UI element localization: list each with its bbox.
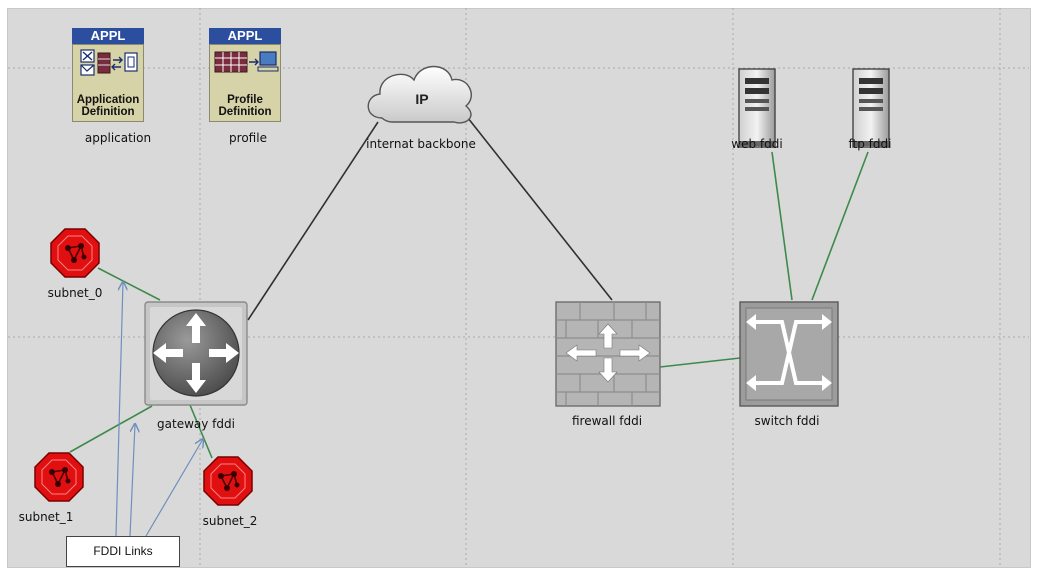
arrow-to-subnet0-link xyxy=(115,282,123,537)
appl-subtitle-line2: Definition xyxy=(81,106,135,118)
annotation-arrows xyxy=(115,282,203,537)
ip-cloud-text: IP xyxy=(415,91,429,107)
ftp-server-icon[interactable] xyxy=(852,68,890,148)
firewall-icon[interactable] xyxy=(555,301,661,407)
fddi-link-lines xyxy=(69,151,869,459)
subnet-0-icon[interactable] xyxy=(50,228,100,278)
appl-subtitle-line1: Application xyxy=(76,94,140,106)
ftp-server-label: ftp fddi xyxy=(848,137,892,151)
application-label: application xyxy=(84,131,152,145)
ip-cloud-icon[interactable] xyxy=(367,65,472,124)
switch-icon[interactable] xyxy=(739,301,839,407)
profile-label: profile xyxy=(229,131,267,145)
link-subnet1-gateway[interactable] xyxy=(69,405,153,453)
appl-header: APPL xyxy=(209,28,281,44)
arrow-to-subnet2-link xyxy=(145,439,203,537)
link-subnet0-gateway[interactable] xyxy=(97,267,161,301)
application-definition-node[interactable]: APPL Application Definition xyxy=(72,28,144,122)
gateway-router-icon[interactable] xyxy=(144,301,248,406)
appl-body: Profile Definition xyxy=(209,44,281,122)
link-gateway-backbone[interactable] xyxy=(247,121,379,321)
web-server-label: web fddi xyxy=(731,137,783,151)
appl-body: Application Definition xyxy=(72,44,144,122)
subnet-1-icon[interactable] xyxy=(34,452,84,502)
link-switch-ftp[interactable] xyxy=(811,151,869,301)
arrow-to-subnet1-link xyxy=(129,424,135,537)
application-glyph-icon xyxy=(80,49,138,76)
backbone-label: internat backbone xyxy=(366,137,476,151)
firewall-label: firewall fddi xyxy=(571,414,643,428)
fddi-links-note: FDDI Links xyxy=(66,536,180,567)
appl-header: APPL xyxy=(72,28,144,44)
subnet-2-icon[interactable] xyxy=(203,456,253,506)
web-server-icon[interactable] xyxy=(738,68,776,148)
switch-label: switch fddi xyxy=(754,414,820,428)
subnet-1-label: subnet_1 xyxy=(18,510,74,524)
appl-subtitle-line1: Profile xyxy=(227,94,263,106)
link-firewall-switch[interactable] xyxy=(659,357,741,368)
link-subnet2-gateway[interactable] xyxy=(189,404,213,459)
gateway-label: gateway fddi xyxy=(157,417,235,431)
link-switch-web[interactable] xyxy=(771,151,793,301)
appl-subtitle: Application Definition xyxy=(73,94,143,118)
profile-glyph-icon xyxy=(214,51,279,73)
appl-subtitle-line2: Definition xyxy=(218,106,272,118)
link-backbone-firewall[interactable] xyxy=(463,112,613,301)
subnet-0-label: subnet_0 xyxy=(47,286,103,300)
appl-subtitle: Profile Definition xyxy=(210,94,280,118)
profile-definition-node[interactable]: APPL Profile Definition xyxy=(209,28,281,122)
subnet-2-label: subnet_2 xyxy=(202,514,258,528)
